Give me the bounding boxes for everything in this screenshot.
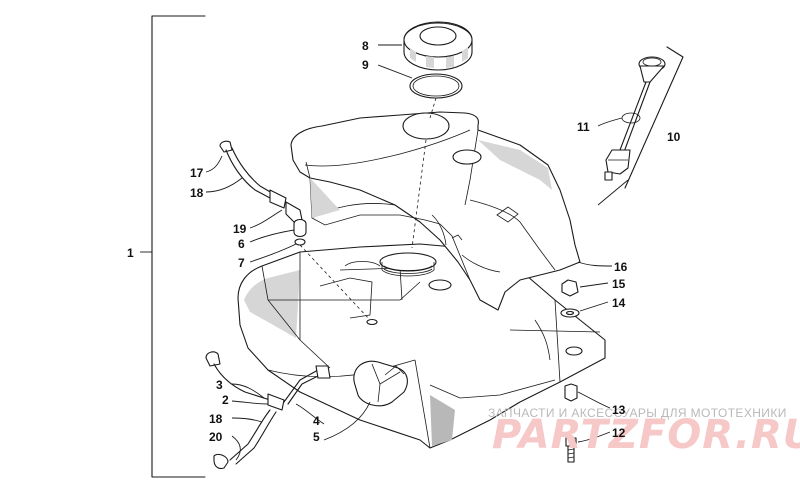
fuel-gauge-sender bbox=[597, 56, 666, 181]
watermark: ЗАПЧАСТИ И АКСЕССУАРЫ ДЛЯ МОТОТЕХНИКИ PA… bbox=[488, 406, 800, 458]
callout-labels: 1 2 3 4 5 6 7 8 9 10 11 12 13 14 15 16 1… bbox=[127, 39, 681, 444]
mounting-hardware bbox=[560, 279, 611, 463]
callout-7: 7 bbox=[238, 256, 245, 270]
callout-18-lower: 18 bbox=[209, 412, 223, 426]
watermark-logo: PARTZFOR.RU bbox=[492, 412, 800, 458]
callout-3: 3 bbox=[216, 378, 223, 392]
callout-19: 19 bbox=[233, 222, 247, 236]
callout-18-upper: 18 bbox=[190, 186, 204, 200]
watermark-caption: ЗАПЧАСТИ И АКСЕССУАРЫ ДЛЯ МОТОТЕХНИКИ bbox=[488, 406, 787, 420]
cap-gasket bbox=[377, 64, 463, 249]
callout-13: 13 bbox=[612, 403, 626, 417]
callout-10: 10 bbox=[667, 130, 681, 144]
callout-1: 1 bbox=[127, 246, 134, 260]
callout-17: 17 bbox=[190, 166, 204, 180]
vent-hose-assembly bbox=[205, 140, 371, 321]
callout-2: 2 bbox=[222, 393, 229, 407]
callout-16: 16 bbox=[614, 260, 628, 274]
fuel-tank bbox=[237, 243, 606, 449]
callout-15: 15 bbox=[612, 277, 626, 291]
fuel-cap bbox=[378, 21, 473, 71]
fuel-line-assembly bbox=[205, 351, 371, 470]
assembly-bracket bbox=[140, 15, 206, 478]
callout-9: 9 bbox=[362, 58, 369, 72]
gauge-bracket bbox=[597, 46, 684, 206]
callout-6: 6 bbox=[238, 237, 245, 251]
callout-4: 4 bbox=[313, 414, 320, 428]
callout-11: 11 bbox=[577, 120, 590, 134]
callout-12: 12 bbox=[612, 426, 626, 440]
callout-14: 14 bbox=[612, 296, 626, 310]
callout-8: 8 bbox=[362, 39, 369, 53]
callout-20: 20 bbox=[209, 430, 223, 444]
callout-5: 5 bbox=[313, 430, 320, 444]
tank-shroud bbox=[290, 111, 613, 311]
